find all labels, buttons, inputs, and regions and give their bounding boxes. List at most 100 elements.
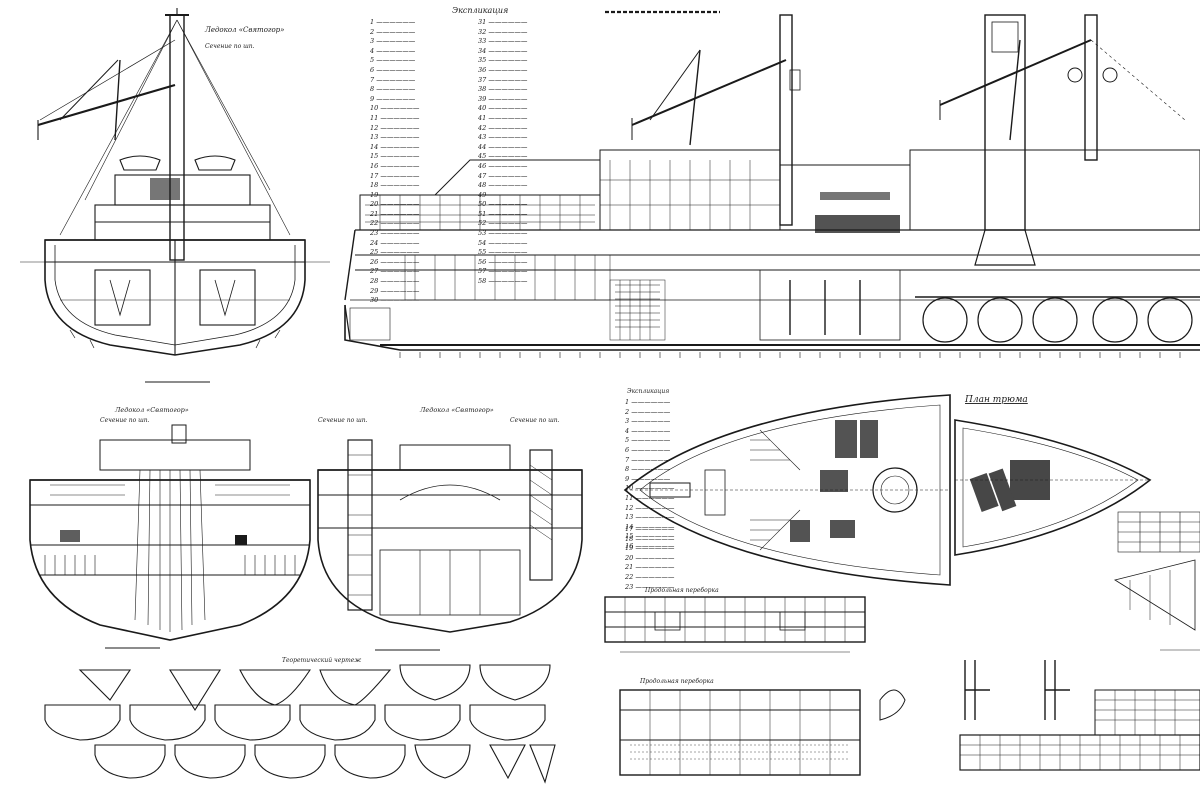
legend-item: 20 —————— xyxy=(625,553,675,562)
mid-section-a xyxy=(29,424,311,649)
legend-item: 6 —————— xyxy=(370,65,416,74)
legend-item: 2 —————— xyxy=(370,27,416,36)
legend-item: 41 —————— xyxy=(478,113,528,122)
mid-section-b xyxy=(317,439,583,651)
plan-legend-header: Экспликация xyxy=(627,388,669,395)
legend-item: 18 —————— xyxy=(625,534,675,543)
bottom-right-details xyxy=(959,649,1200,771)
hold-plan xyxy=(954,419,1196,631)
legend-item: 39 —————— xyxy=(478,94,528,103)
legend-item: 20 —————— xyxy=(370,200,420,209)
legend-item: 28 —————— xyxy=(370,277,420,286)
legend-item: 10 —————— xyxy=(625,484,675,493)
svg-text:Сечение по шп.: Сечение по шп. xyxy=(510,417,560,424)
legend-item: 14 —————— xyxy=(625,522,675,531)
legend-item: 50 —————— xyxy=(478,200,528,209)
legend-item: 31 —————— xyxy=(478,18,528,26)
legend-item: 27 —————— xyxy=(370,267,420,276)
legend-item: 56 —————— xyxy=(478,257,528,266)
legend-item: 8 —————— xyxy=(625,465,671,474)
legend-item: 21 —————— xyxy=(625,563,675,572)
legend-item: 3 —————— xyxy=(625,417,671,426)
legend-item: 35 —————— xyxy=(478,56,528,65)
top-left-section xyxy=(20,8,330,383)
legend-item: 37 —————— xyxy=(478,75,528,84)
legend-item: 51 —————— xyxy=(478,209,528,218)
lines-caption: Теоретический чертеж xyxy=(282,657,361,664)
mid-section-b-caption: Ледокол «Святогор» xyxy=(419,406,494,414)
mid-section-a-caption: Ледокол «Святогор» xyxy=(114,406,189,414)
legend-item: 1 —————— xyxy=(625,398,671,406)
legend-item: 52 —————— xyxy=(478,219,528,228)
legend-item: 43 —————— xyxy=(478,133,528,142)
legend-item: 54 —————— xyxy=(478,238,528,247)
legend-item: 12 —————— xyxy=(370,123,420,132)
legend-item: 14 —————— xyxy=(370,142,420,151)
legend-item: 42 —————— xyxy=(478,123,528,132)
legend-item: 34 —————— xyxy=(478,46,528,55)
legend-item: 47 —————— xyxy=(478,171,528,180)
legend-item: 5 —————— xyxy=(625,436,671,445)
longitudinal-section xyxy=(344,10,1200,358)
legend-item: 24 —————— xyxy=(370,238,420,247)
legend-item: 7 —————— xyxy=(625,455,671,464)
legend-item: 16 —————— xyxy=(370,161,420,170)
right-table xyxy=(1117,511,1200,553)
legend-column-left: 1 ——————2 ——————3 ——————4 ——————5 ——————… xyxy=(370,18,419,306)
legend-item: 22 —————— xyxy=(625,572,675,581)
legend-item: 9 —————— xyxy=(625,474,671,483)
deck-plan xyxy=(623,394,951,586)
top-section-caption: Ледокол «Святогор» xyxy=(204,26,284,34)
legend-item: 7 —————— xyxy=(370,75,416,84)
legend-item: 49 —————— xyxy=(478,190,528,199)
legend-item: 4 —————— xyxy=(625,426,671,435)
legend-item: 1 —————— xyxy=(370,18,416,26)
legend-item: 5 —————— xyxy=(370,56,416,65)
legend-item: 57 —————— xyxy=(478,267,528,276)
legend-item: 9 —————— xyxy=(370,94,416,103)
legend-item: 3 —————— xyxy=(370,37,416,46)
legend-item: 48 —————— xyxy=(478,181,528,190)
frame-sections xyxy=(44,664,556,784)
legend-item: 6 —————— xyxy=(625,445,671,454)
legend-item: 33 —————— xyxy=(478,37,528,46)
bulkhead-caption: Продольная переборка xyxy=(644,587,719,594)
legend-item: 8 —————— xyxy=(370,85,416,94)
legend-item: 32 —————— xyxy=(478,27,528,36)
legend-item: 18 —————— xyxy=(370,181,420,190)
legend-item: 29 —————— xyxy=(370,286,420,295)
legend-item: 22 —————— xyxy=(370,219,420,228)
legend-item: 44 —————— xyxy=(478,142,528,151)
svg-text:Сечение по шп.: Сечение по шп. xyxy=(100,417,150,424)
legend-item: 12 —————— xyxy=(625,503,675,512)
legend-item: 21 —————— xyxy=(370,209,420,218)
bulkhead-elevation xyxy=(604,596,866,653)
legend-item: 30 —————— xyxy=(370,296,420,305)
plan-legend-list: 1 ——————2 ——————3 ——————4 ——————5 ——————… xyxy=(625,398,674,552)
legend-column-right: 31 ——————32 ——————33 ——————34 ——————35 —… xyxy=(478,18,527,287)
legend-item: 16 —————— xyxy=(625,541,675,550)
legend-item: 55 —————— xyxy=(478,248,528,257)
legend-item: 13 —————— xyxy=(370,133,420,142)
legend-header: Экспликация xyxy=(452,6,508,15)
svg-text:Сечение по шп.: Сечение по шп. xyxy=(205,43,255,50)
svg-text:Сечение по шп.: Сечение по шп. xyxy=(318,417,368,424)
legend-item: 23 —————— xyxy=(370,229,420,238)
legend-item: 25 —————— xyxy=(370,248,420,257)
legend-item: 4 —————— xyxy=(370,46,416,55)
legend-item: 19 —————— xyxy=(625,544,675,553)
legend-item: 58 —————— xyxy=(478,277,528,286)
legend-item: 17 —————— xyxy=(625,525,675,533)
legend-item: 2 —————— xyxy=(625,407,671,416)
legend-item: 19 —————— xyxy=(370,190,420,199)
legend-item: 45 —————— xyxy=(478,152,528,161)
legend-item: 46 —————— xyxy=(478,161,528,170)
legend-item: 38 —————— xyxy=(478,85,528,94)
plan-title: План трюма xyxy=(964,395,1028,405)
legend-item: 15 —————— xyxy=(370,152,420,161)
legend-item: 17 —————— xyxy=(370,171,420,180)
legend-item: 15 —————— xyxy=(625,532,675,541)
legend-item: 40 —————— xyxy=(478,104,528,113)
legend-item: 23 —————— xyxy=(625,582,675,591)
